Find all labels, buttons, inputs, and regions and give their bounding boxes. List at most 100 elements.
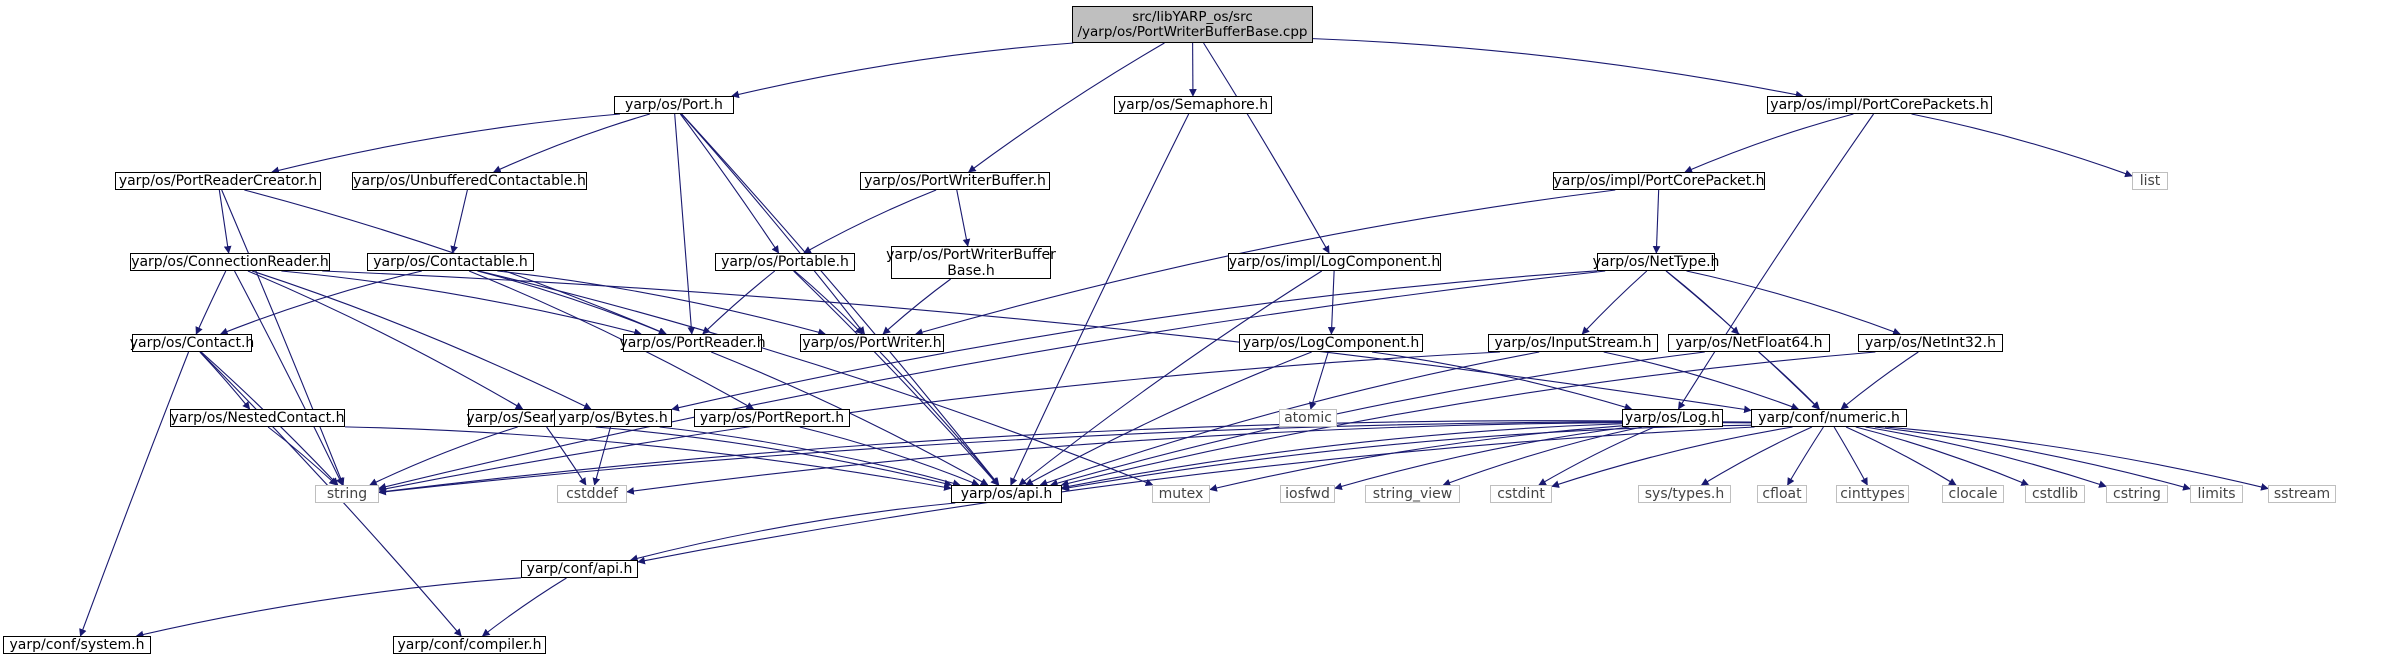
node-root[interactable]: src/libYARP_os/src /yarp/os/PortWriterBu… — [1072, 6, 1313, 43]
edge-semaphore-to-api — [1010, 113, 1190, 486]
node-impllogcomponent[interactable]: yarp/os/impl/LogComponent.h — [1228, 253, 1441, 271]
node-log[interactable]: yarp/os/Log.h — [1622, 409, 1723, 427]
edge-port-to-api — [681, 113, 1000, 486]
edge-root-to-portwriterbuffer — [968, 42, 1165, 173]
node-limits: limits — [2190, 485, 2243, 503]
edge-numeric-to-cfloat — [1787, 426, 1824, 486]
node-portcorepacket[interactable]: yarp/os/impl/PortCorePacket.h — [1553, 172, 1765, 190]
node-cfloat: cfloat — [1757, 485, 1807, 503]
edge-logcomponent-to-api — [1025, 351, 1312, 486]
edge-portwriterbuffer-to-portable — [803, 189, 937, 254]
node-string: string — [315, 485, 379, 503]
edge-log-to-api — [1061, 423, 1623, 491]
edge-log-to-string — [378, 420, 1623, 496]
edge-connectionreader-to-portreader — [281, 270, 642, 337]
edge-api-to-confapi — [629, 502, 956, 563]
node-unbuffered[interactable]: yarp/os/UnbufferedContactable.h — [352, 172, 587, 190]
edge-portwriter-to-api — [879, 351, 999, 486]
node-clocale: clocale — [1942, 485, 2004, 503]
node-semaphore[interactable]: yarp/os/Semaphore.h — [1114, 96, 1272, 114]
edge-inputstream-to-numeric — [1603, 351, 1800, 411]
node-confapi[interactable]: yarp/conf/api.h — [521, 560, 638, 578]
node-bytes[interactable]: yarp/os/Bytes.h — [554, 409, 672, 427]
edge-root-to-portcorepackets — [1312, 38, 1804, 99]
node-portreader[interactable]: yarp/os/PortReader.h — [619, 334, 766, 352]
edge-portable-to-portwriter — [794, 270, 863, 335]
node-numeric[interactable]: yarp/conf/numeric.h — [1751, 409, 1907, 427]
edge-searchable-to-cstddef — [546, 426, 587, 486]
node-contactable[interactable]: yarp/os/Contactable.h — [367, 253, 534, 271]
dependency-edges — [79, 38, 2269, 639]
edge-numeric-to-cstring — [1865, 426, 2107, 488]
edge-numeric-to-clocale — [1845, 426, 1957, 486]
edge-searchable-to-api — [595, 426, 953, 488]
edge-portcorepacket-to-nettype — [1652, 189, 1661, 254]
edge-nettype-to-string — [378, 270, 1606, 491]
edge-pwbbase-to-portwriter — [882, 278, 952, 335]
edge-numeric-to-string — [378, 421, 1752, 496]
edge-netfloat64-to-numeric — [1758, 351, 1820, 410]
edge-nettype-to-inputstream — [1581, 270, 1648, 335]
edge-contactable-to-contact — [220, 270, 422, 336]
edge-portreport-to-api — [799, 426, 980, 486]
edge-contactable-to-mutex — [478, 270, 1154, 487]
node-compiler[interactable]: yarp/conf/compiler.h — [393, 636, 546, 654]
edge-nettype-to-bytes — [671, 270, 1598, 412]
edge-impllogcomponent-to-logcomponent — [1327, 270, 1336, 335]
node-nettype[interactable]: yarp/os/NetType.h — [1592, 253, 1720, 271]
node-pwbbase[interactable]: yarp/os/PortWriterBuffer Base.h — [886, 246, 1056, 279]
edge-contact-to-system — [79, 351, 190, 637]
node-portwriter[interactable]: yarp/os/PortWriter.h — [800, 334, 944, 352]
edge-confapi-to-compiler — [481, 577, 567, 637]
node-port[interactable]: yarp/os/Port.h — [614, 96, 734, 114]
edge-portcorepackets-to-portcorepacket — [1684, 113, 1854, 173]
node-portcorepackets[interactable]: yarp/os/impl/PortCorePackets.h — [1767, 96, 1992, 114]
edge-unbuffered-to-contactable — [450, 189, 468, 254]
edge-numeric-to-cstdint — [1551, 426, 1793, 488]
edge-connectionreader-to-searchable — [247, 270, 524, 410]
node-portreadercreator[interactable]: yarp/os/PortReaderCreator.h — [115, 172, 321, 190]
node-system[interactable]: yarp/conf/system.h — [3, 636, 151, 654]
node-contact[interactable]: yarp/os/Contact.h — [129, 334, 255, 352]
node-cstdint: cstdint — [1490, 485, 1552, 503]
node-list: list — [2132, 172, 2168, 190]
edge-numeric-to-sstream — [1884, 426, 2269, 491]
node-portreport[interactable]: yarp/os/PortReport.h — [694, 409, 850, 427]
edge-log-to-mutex — [1209, 425, 1623, 492]
edge-portable-to-api — [793, 270, 999, 486]
edge-numeric-to-cstddef — [626, 421, 1752, 495]
edge-portcorepackets-to-log — [1677, 113, 1875, 410]
edge-connectionreader-to-contact — [195, 270, 227, 335]
edge-numeric-to-confapi — [637, 426, 1755, 565]
edge-portreadercreator-to-string — [221, 189, 345, 486]
node-netint32[interactable]: yarp/os/NetInt32.h — [1858, 334, 2003, 352]
edge-bytes-to-cstddef — [592, 426, 612, 486]
edge-inputstream-to-api — [1039, 351, 1540, 487]
edge-connectionreader-to-numeric — [322, 270, 1752, 414]
edge-nestedcontact-to-string — [267, 426, 337, 486]
node-netfloat64[interactable]: yarp/os/NetFloat64.h — [1668, 334, 1830, 352]
edge-numeric-to-cinttypes — [1833, 426, 1868, 486]
node-inputstream[interactable]: yarp/os/InputStream.h — [1488, 334, 1658, 352]
node-cstddef: cstddef — [557, 485, 627, 503]
node-portwriterbuffer[interactable]: yarp/os/PortWriterBuffer.h — [860, 172, 1050, 190]
edge-netint32-to-numeric — [1840, 351, 1919, 410]
edge-connectionreader-to-string — [234, 270, 343, 486]
edge-log-to-string_view — [1442, 426, 1642, 487]
edge-impllogcomponent-to-api — [1018, 270, 1323, 486]
node-string-view: string_view — [1365, 485, 1460, 503]
node-api[interactable]: yarp/os/api.h — [951, 485, 1062, 503]
edge-contactable-to-portwriter — [497, 270, 826, 336]
edge-numeric-to-cstdlib — [1855, 426, 2029, 486]
node-portable[interactable]: yarp/os/Portable.h — [715, 253, 855, 271]
node-iosfwd: iosfwd — [1280, 485, 1335, 503]
node-logcomponent[interactable]: yarp/os/LogComponent.h — [1239, 334, 1423, 352]
edge-portable-to-portreader — [702, 270, 776, 335]
edge-netfloat64-to-api — [1050, 351, 1705, 487]
edge-log-to-cstdint — [1538, 426, 1655, 486]
node-cinttypes: cinttypes — [1836, 485, 1909, 503]
node-nestedcontact[interactable]: yarp/os/NestedContact.h — [170, 409, 345, 427]
node-connectionreader[interactable]: yarp/os/ConnectionReader.h — [130, 253, 330, 271]
edge-portcorepacket-to-portwriter — [914, 189, 1616, 336]
